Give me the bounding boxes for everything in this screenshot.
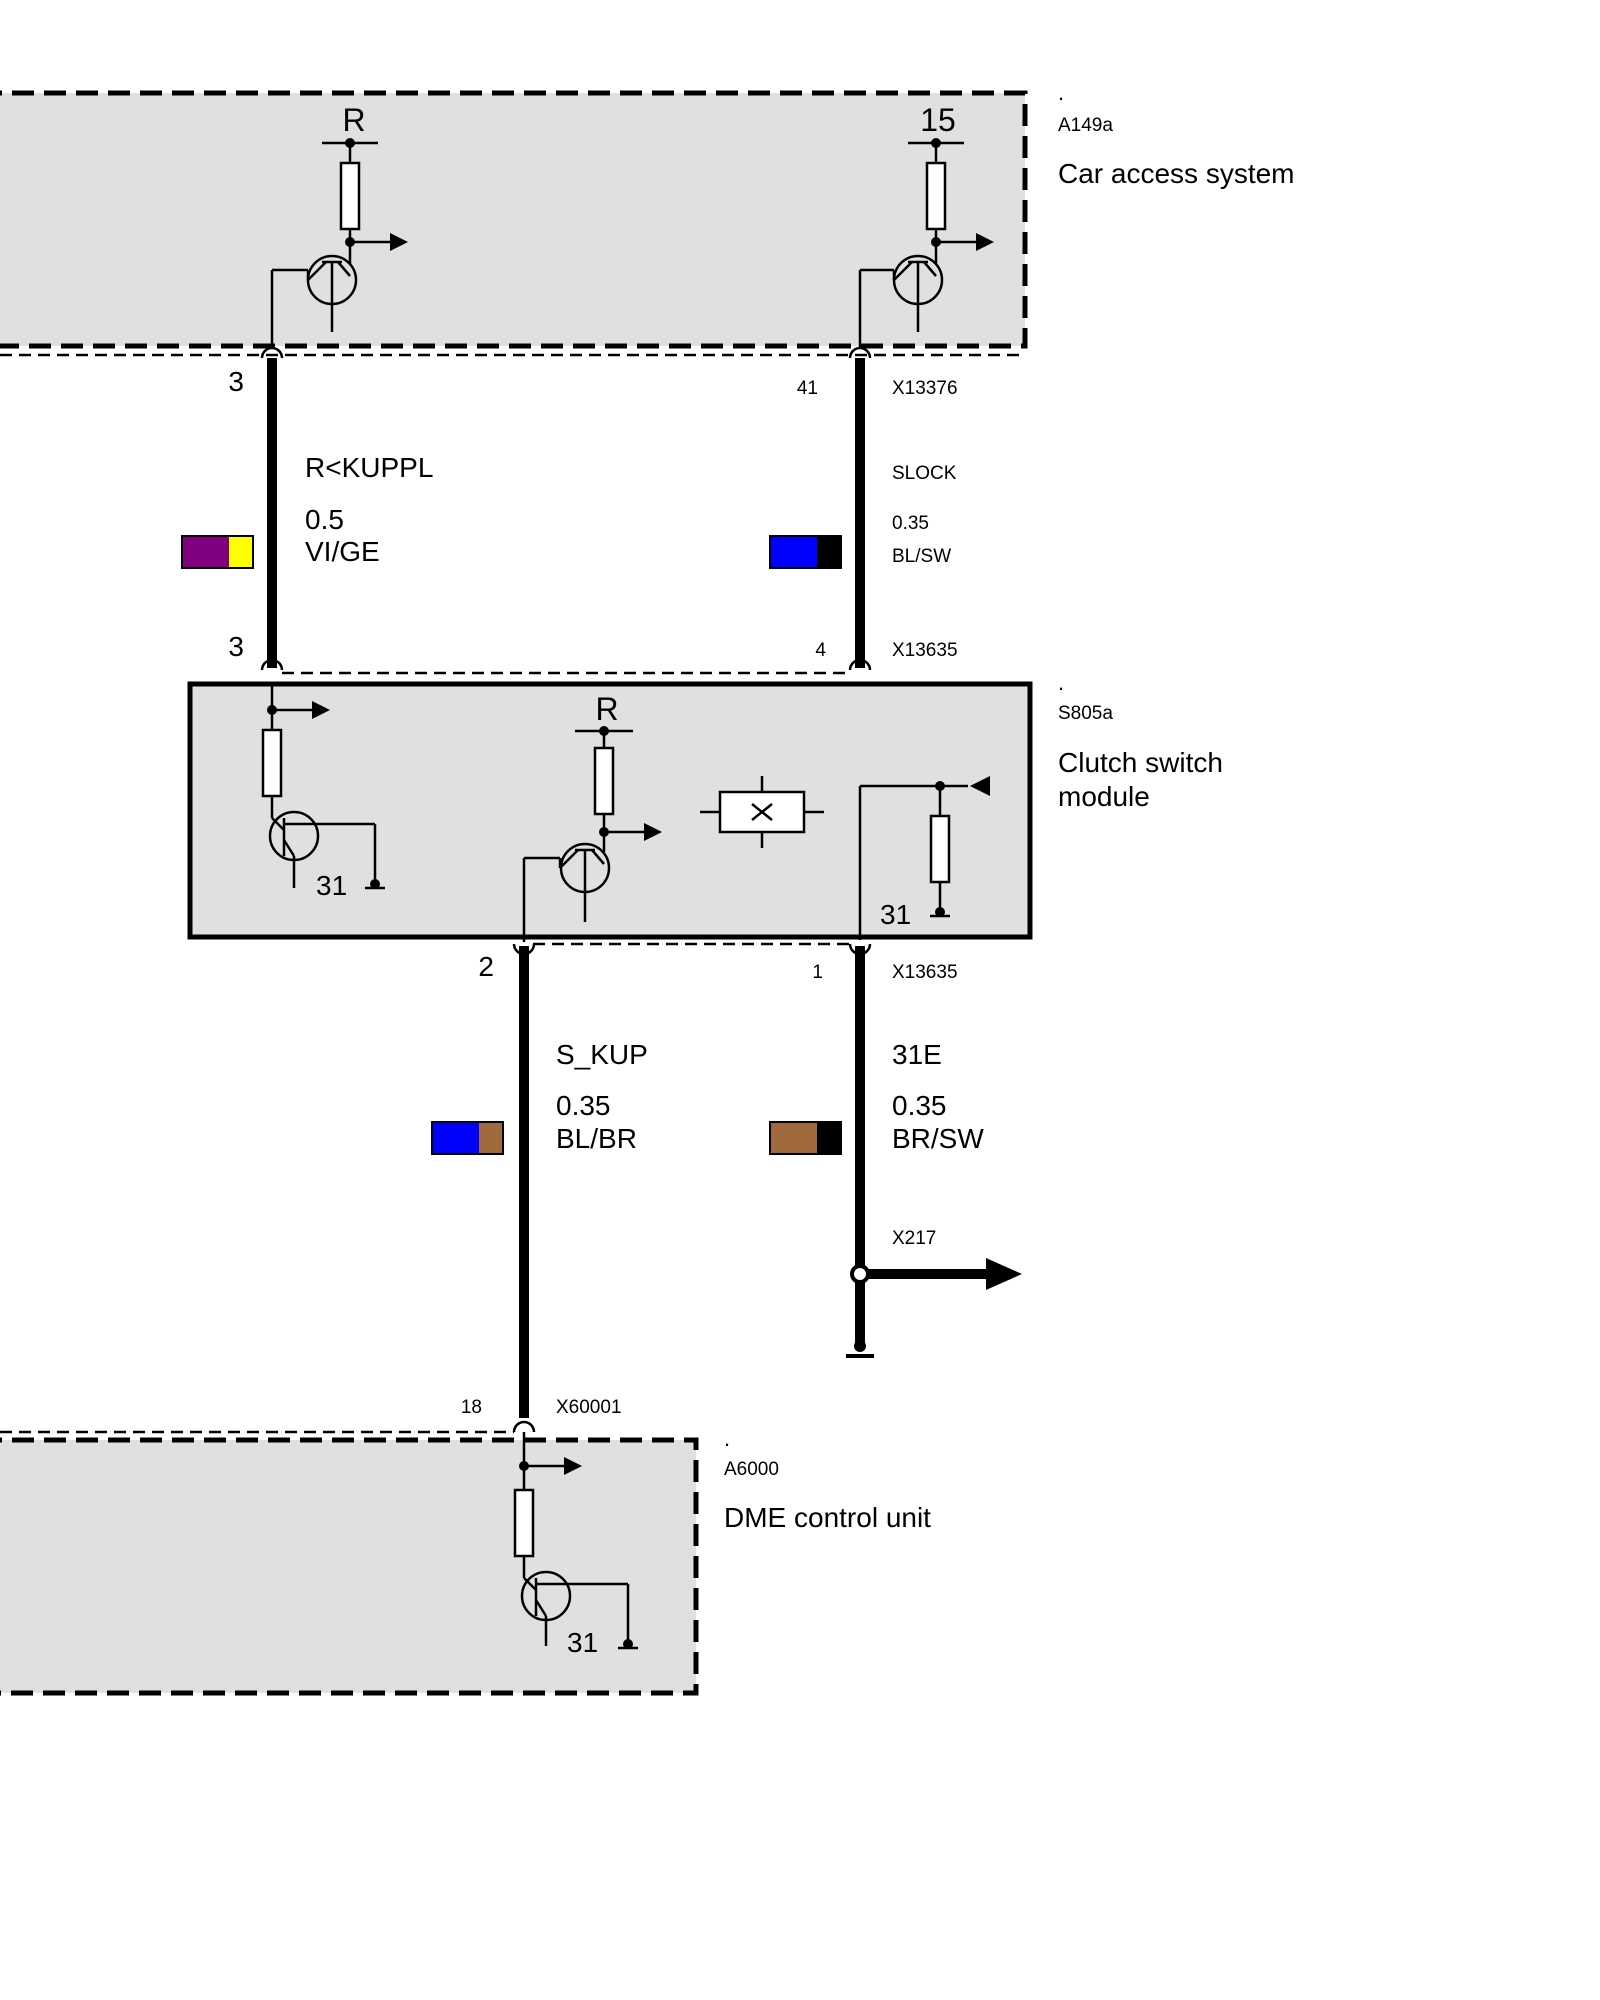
component-code: S805a xyxy=(1058,703,1113,724)
wire-color-swatch xyxy=(431,1121,504,1155)
clutch-switch-icon xyxy=(700,776,824,848)
wire-signal-name: 31E xyxy=(892,1039,942,1070)
wire-gauge: 0.5 xyxy=(305,504,344,535)
csm-center-supply-label: R xyxy=(595,691,618,727)
wire-signal-name: R<KUPPL xyxy=(305,452,433,483)
dme-control-unit-box xyxy=(0,1437,699,1696)
dme-input-stage: 31 xyxy=(513,1432,638,1658)
connector-pin-icon xyxy=(848,658,872,671)
resistor-icon xyxy=(513,1488,535,1558)
cas-right-output-stage: 15 xyxy=(858,102,994,348)
ground-icon xyxy=(846,1340,874,1358)
pin-number: 18 xyxy=(461,1397,482,1418)
signal-arrow-icon xyxy=(390,233,408,251)
connector-id: X13376 xyxy=(892,378,958,399)
cas-right-supply-label: 15 xyxy=(920,102,956,138)
component-dot: . xyxy=(724,1426,730,1451)
signal-arrow-icon xyxy=(644,823,662,841)
connector-id: X13635 xyxy=(892,962,958,983)
cas-left-supply-label: R xyxy=(342,102,365,138)
component-name: module xyxy=(1058,781,1150,812)
wire-signal-name: SLOCK xyxy=(892,463,957,484)
wire-color-code: BL/SW xyxy=(892,546,951,567)
wire-color-swatch xyxy=(181,535,254,569)
pin-number: 2 xyxy=(478,951,494,982)
pin-number: 1 xyxy=(812,962,823,983)
cas-left-output-stage: R xyxy=(270,102,408,348)
wire-color-swatch xyxy=(769,1121,842,1155)
component-name: Car access system xyxy=(1058,158,1295,189)
wire-color-code: BR/SW xyxy=(892,1123,984,1154)
connector-id: X217 xyxy=(892,1228,936,1249)
resistor-icon xyxy=(339,161,361,231)
resistor-icon xyxy=(925,161,947,231)
pin-number: 4 xyxy=(815,640,826,661)
csm-right-pulldown: 31 xyxy=(858,776,990,940)
signal-arrow-icon xyxy=(970,776,990,796)
wire-color-swatch xyxy=(769,535,842,569)
dme-control-unit-module: 31 . A6000 DME control unit xyxy=(0,1426,931,1696)
pin-number: 3 xyxy=(228,631,244,662)
connector-pin-icon xyxy=(260,658,284,671)
connector-pin-icon xyxy=(260,346,284,359)
wire-color-code: VI/GE xyxy=(305,536,380,567)
resistor-icon xyxy=(929,814,951,884)
csm-left-ground-label: 31 xyxy=(316,870,347,901)
wire-gauge: 0.35 xyxy=(892,1090,947,1121)
signal-arrow-icon xyxy=(312,701,330,719)
car-access-system-module: R 15 . A149a Car access system xyxy=(0,80,1295,357)
wire-gauge: 0.35 xyxy=(556,1090,611,1121)
dme-ground-label: 31 xyxy=(567,1627,598,1658)
continuation-arrow-icon xyxy=(986,1258,1022,1290)
connector-id: X60001 xyxy=(556,1397,622,1418)
wire-signal-name: S_KUP xyxy=(556,1039,648,1070)
component-code: A6000 xyxy=(724,1459,779,1480)
signal-arrow-icon xyxy=(564,1457,582,1475)
connector-pin-icon xyxy=(848,346,872,359)
pin-number: 3 xyxy=(228,366,244,397)
connector-id: X13635 xyxy=(892,640,958,661)
x217-splice: X217 xyxy=(850,1228,1022,1290)
component-name: Clutch switch xyxy=(1058,747,1223,778)
component-dot: . xyxy=(1058,670,1064,695)
pin-number: 41 xyxy=(797,378,818,399)
csm-left-input-stage: 31 xyxy=(261,684,385,901)
component-dot: . xyxy=(1058,80,1064,105)
clutch-switch-module: 31 R xyxy=(187,670,1223,946)
csm-right-ground-label: 31 xyxy=(880,899,911,930)
component-name: DME control unit xyxy=(724,1502,931,1533)
wire-gauge: 0.35 xyxy=(892,513,929,534)
resistor-icon xyxy=(593,746,615,816)
component-code: A149a xyxy=(1058,115,1113,136)
upper-wiring: 3 41 X13376 R<KUPPL 0.5 VI/GE SLOCK 0.35… xyxy=(181,346,958,671)
car-access-system-box xyxy=(0,90,1028,349)
wire-color-code: BL/BR xyxy=(556,1123,637,1154)
lower-wiring: 2 1 X13635 S_KUP 0.35 BL/BR 31E 0.35 BR/… xyxy=(431,943,1022,1433)
csm-center-output-stage: R xyxy=(522,691,662,942)
connector-pin-icon xyxy=(512,1420,536,1433)
resistor-icon xyxy=(261,728,283,798)
signal-arrow-icon xyxy=(976,233,994,251)
splice-point-icon xyxy=(850,1264,870,1284)
